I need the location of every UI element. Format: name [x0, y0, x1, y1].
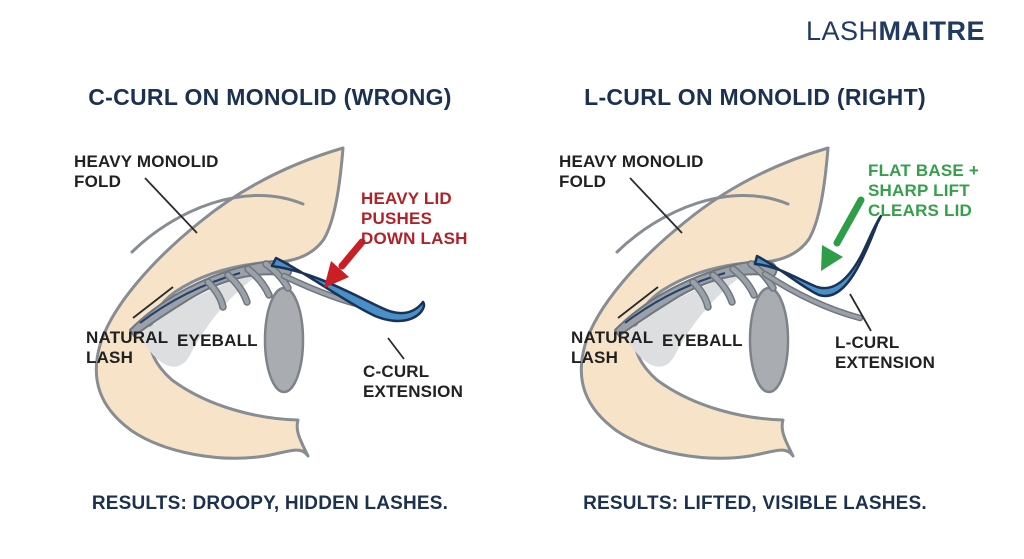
lash-fingers [689, 260, 777, 311]
label-eyeball: EYEBALL [662, 331, 743, 350]
left-result-text: RESULTS: DROOPY, HIDDEN LASHES. [91, 493, 449, 514]
label-l-curl-extension: L-CURL EXTENSION [835, 333, 936, 372]
eye-shadow-crescent [625, 270, 750, 367]
pointer-line-extension [387, 337, 405, 360]
left-eye-diagram [94, 146, 426, 460]
label-flat-base-note: FLAT BASE + SHARP LIFT CLEARS LID [868, 161, 979, 221]
fold-crease-line [615, 194, 790, 254]
right-eye-diagram [579, 146, 883, 460]
right-panel-title: L-CURL ON MONOLID (RIGHT) [584, 84, 926, 110]
droopy-lash-sweep [761, 270, 864, 322]
label-heavy-monolid-fold: HEAVY MONOLID FOLD [74, 152, 219, 191]
pointer-line-fold [629, 177, 683, 234]
label-eyeball: EYEBALL [177, 331, 258, 350]
l-curl-extension-shape [753, 214, 883, 298]
label-natural-lash: NATURAL LASH [86, 328, 169, 367]
left-panel-title: C-CURL ON MONOLID (WRONG) [88, 84, 452, 110]
pointer-line-natural-lash [617, 286, 659, 319]
label-heavy-monolid-fold: HEAVY MONOLID FOLD [559, 152, 704, 191]
label-c-curl-extension: C-CURL EXTENSION [363, 362, 464, 401]
pointer-line-fold [144, 177, 198, 234]
brand-suffix: MAITRE [878, 16, 985, 46]
green-arrow-icon [821, 196, 865, 271]
c-curl-extension-shape [270, 256, 426, 323]
iris [263, 286, 305, 394]
iris [748, 286, 790, 394]
pointer-line-extension [849, 293, 872, 332]
red-arrow-icon [324, 238, 366, 288]
brand-prefix: LASH [805, 16, 879, 46]
eye-shadow-crescent [140, 270, 265, 367]
right-result-text: RESULTS: LIFTED, VISIBLE LASHES. [583, 493, 927, 514]
label-natural-lash: NATURAL LASH [571, 328, 654, 367]
fold-crease-line [130, 194, 305, 254]
lash-fingers [204, 260, 292, 311]
brand-logo: LASHMAITRE [806, 16, 985, 47]
label-heavy-lid-note: HEAVY LID PUSHES DOWN LASH [361, 189, 468, 249]
pointer-line-natural-lash [132, 286, 174, 319]
